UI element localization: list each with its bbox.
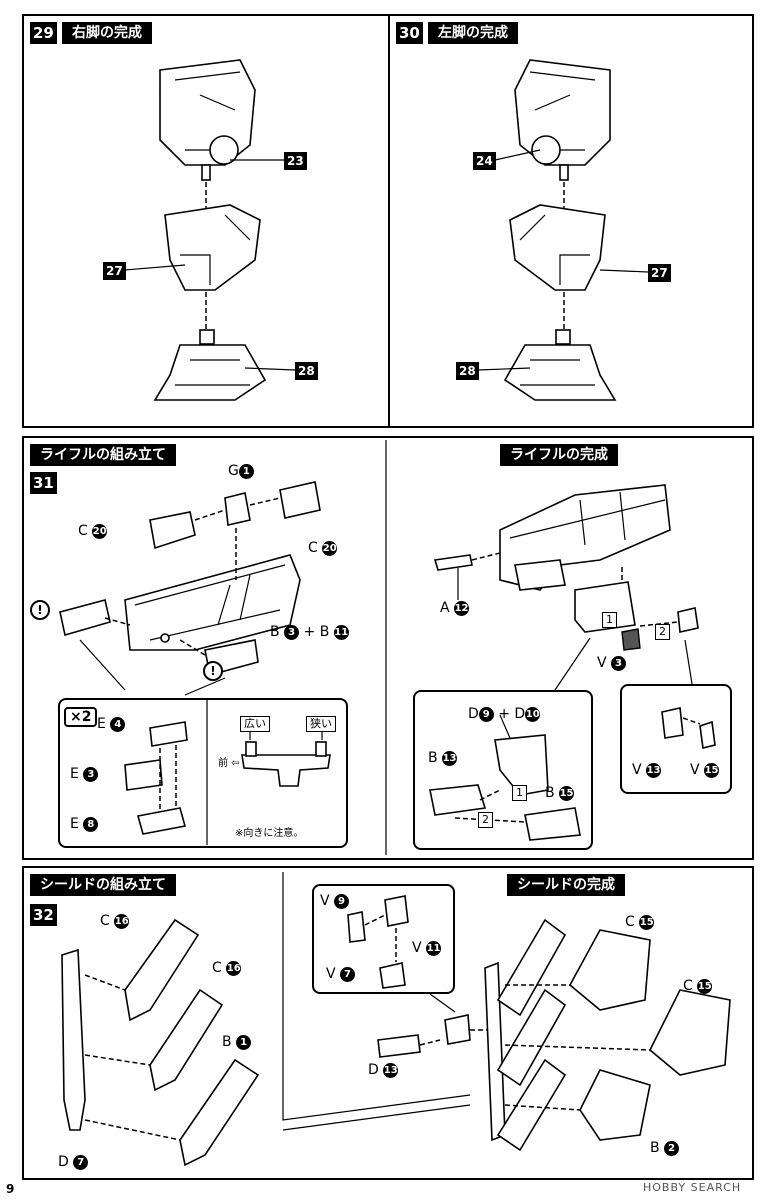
left-leg-shin-part [509, 204, 606, 291]
rifle-v13-label: V 13 [632, 762, 662, 778]
rifle-a12-label: A 12 [440, 600, 470, 616]
shield-c16-mid-label: C 16 [212, 960, 242, 976]
left-leg-label-28: 28 [456, 362, 479, 380]
shield-b2-plate [579, 1069, 651, 1141]
rifle-b15-label: B 15 [545, 785, 575, 801]
detail-e8-label: E 8 [70, 816, 99, 832]
rifle-step-2: 2 [655, 624, 670, 640]
narrow-side-label: 狭い [306, 716, 336, 732]
right-leg-label-23: 23 [284, 152, 307, 170]
shield-b2-label: B 2 [650, 1140, 680, 1156]
times-two-badge: ×2 [64, 707, 98, 727]
rifle-complete-title: ライフルの完成 [500, 444, 618, 466]
rifle-g1-part [224, 492, 251, 526]
step-29-title: 右脚の完成 [62, 22, 152, 44]
shield-c16-top-label: C 16 [100, 913, 130, 929]
rifle-v3-label: V 3 [597, 655, 627, 671]
shield-d7-label: D 7 [58, 1154, 89, 1170]
right-leg-foot-part [153, 329, 267, 401]
step-30-number: 30 [396, 22, 423, 44]
rifle-c20-left-part [149, 511, 196, 550]
step-29-number: 29 [30, 22, 57, 44]
detail-e3-label: E 3 [70, 766, 99, 782]
right-leg-thigh-part [159, 59, 256, 181]
rifle-side-part [677, 607, 699, 633]
caution-icon-lower: ! [203, 661, 223, 681]
shield-c15-plate-mid [649, 989, 731, 1076]
rifle-c20-right-part [279, 481, 321, 519]
step-31-title: ライフルの組み立て [30, 444, 176, 466]
rifle-e-part-left [59, 599, 111, 637]
step-30-title: 左脚の完成 [428, 22, 518, 44]
shield-frame-part [61, 948, 86, 1131]
front-direction-label: 前 ⇦ [218, 758, 240, 769]
step-32-title: シールドの組み立て [30, 874, 176, 896]
orientation-note: ※向きに注意。 [235, 828, 304, 839]
shield-complete-title: シールドの完成 [507, 874, 625, 896]
shield-c15-top-label: C 15 [625, 914, 655, 930]
rifle-v3-part [621, 628, 641, 651]
rifle-c20-right-label: C 20 [308, 540, 338, 556]
shield-b1-label: B 1 [222, 1034, 252, 1050]
rifle-b13-label: B 13 [428, 750, 458, 766]
wide-side-label: 広い [240, 716, 270, 732]
right-leg-shin-part [164, 204, 261, 291]
rifle-step-1: 1 [602, 612, 617, 628]
shield-c15-mid-label: C 15 [683, 978, 713, 994]
shield-v7-label: V 7 [326, 966, 356, 982]
rifle-grip-part [574, 581, 636, 633]
rifle-b3-b11-label: B 3 + B 11 [270, 624, 349, 640]
rifle-complete-part [499, 484, 671, 591]
right-leg-label-27: 27 [103, 262, 126, 280]
left-leg-label-27: 27 [648, 264, 671, 282]
shield-c15-plate-top [568, 929, 651, 1011]
shield-d13-label: D 13 [368, 1062, 399, 1078]
rifle-detail-step-1: 1 [512, 785, 527, 801]
shield-v9-label: V 9 [320, 893, 350, 909]
page-number: 9 [6, 1182, 15, 1196]
rifle-v15-label: V 15 [690, 762, 720, 778]
shield-c16-plate-top [124, 918, 200, 1022]
caution-icon: ! [30, 600, 50, 620]
left-leg-label-24: 24 [473, 152, 496, 170]
step-31-number: 31 [30, 472, 57, 494]
step-32-number: 32 [30, 904, 57, 926]
right-leg-label-28: 28 [295, 362, 318, 380]
shield-d13-part [377, 1034, 421, 1058]
rifle-c20-left-label: C 20 [78, 523, 108, 539]
detail-e4-label: E 4 [97, 716, 126, 732]
rifle-a12-part [433, 554, 473, 571]
hobby-search-watermark: HOBBY SEARCH [643, 1181, 742, 1194]
shield-b1-plate [179, 1058, 260, 1167]
shield-c16-plate-mid [149, 988, 224, 1092]
left-leg-thigh-part [514, 59, 611, 181]
orientation-diagram [241, 754, 331, 787]
left-leg-foot-part [503, 329, 617, 401]
rifle-detail-step-2: 2 [478, 812, 493, 828]
shield-v11-label: V 11 [412, 940, 442, 956]
